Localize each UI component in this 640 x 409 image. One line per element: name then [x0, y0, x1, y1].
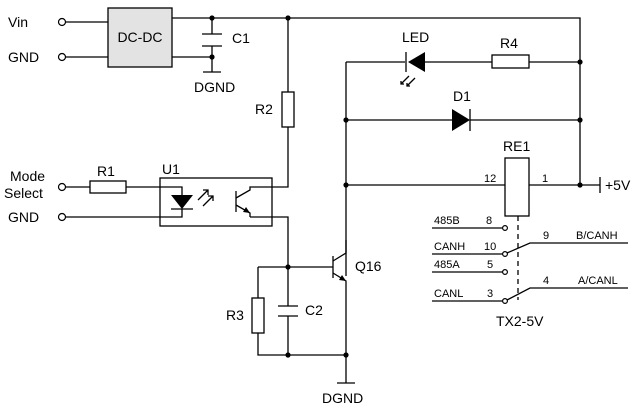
- pin1-label: 1: [542, 173, 548, 185]
- r3-label: R3: [226, 307, 244, 323]
- mode-label: Mode: [10, 168, 45, 184]
- input-wires: [66, 21, 108, 58]
- pin3-label: 3: [487, 288, 493, 300]
- pin4-label: 4: [543, 275, 549, 287]
- u1-light-arrows: [197, 189, 214, 207]
- r4-resistor: [491, 54, 530, 69]
- d1-diode: [452, 109, 470, 131]
- dgnd-bottom-label: DGND: [322, 390, 363, 406]
- relay-re1-coil: [504, 157, 530, 217]
- led-diode: [408, 52, 425, 72]
- u1-label: U1: [162, 161, 180, 177]
- contact-485a-terminal: [502, 269, 509, 276]
- c1-label: C1: [232, 30, 250, 46]
- d1-label: D1: [453, 88, 471, 104]
- c1-capacitor: [202, 33, 222, 47]
- r4-label: R4: [500, 35, 518, 51]
- sig-bcanh-label: B/CANH: [576, 230, 618, 242]
- u1-led-diode: [171, 195, 193, 209]
- plus5v-label: +5V: [605, 177, 631, 193]
- q16-emitter-arrow: [339, 275, 346, 281]
- pin12-label: 12: [484, 173, 496, 185]
- re1-label: RE1: [503, 138, 530, 154]
- gnd-mid-label: GND: [8, 209, 39, 225]
- sig-485a-label: 485A: [434, 259, 460, 271]
- plus5v-rail: [172, 17, 581, 185]
- gnd-mid-terminal: [57, 212, 67, 222]
- dcdc-converter: [107, 7, 173, 68]
- r2-leads: [272, 18, 289, 188]
- r2-label: R2: [255, 101, 273, 117]
- pin5-label: 5: [487, 259, 493, 271]
- sig-acanl-label: A/CANL: [578, 275, 618, 287]
- gnd-top-terminal: [57, 52, 67, 62]
- sig-485b-label: 485B: [434, 215, 460, 227]
- junction-dot: [209, 15, 215, 21]
- led-emission-arrows: [400, 75, 416, 87]
- dcdc-label: DC-DC: [117, 29, 162, 45]
- vin-label: Vin: [8, 14, 28, 30]
- q16-transistor: [332, 240, 347, 383]
- dgnd-top-label: DGND: [194, 79, 235, 95]
- vin-terminal: [57, 17, 67, 27]
- junction-dot: [343, 182, 349, 188]
- q16-label: Q16: [355, 258, 382, 274]
- r3-resistor: [251, 297, 265, 334]
- junction-dot: [577, 182, 583, 188]
- r1-label: R1: [97, 163, 115, 179]
- contact-canl-terminal: [502, 298, 509, 305]
- c2-label: C2: [305, 302, 323, 318]
- mode-select-terminal: [57, 182, 67, 192]
- gnd-top-label: GND: [8, 49, 39, 65]
- r1-resistor: [89, 180, 127, 194]
- pin10-label: 10: [484, 241, 496, 253]
- pin8-label: 8: [486, 215, 492, 227]
- tx2-label: TX2-5V: [496, 313, 544, 329]
- junction-dot: [577, 117, 583, 123]
- junction-dot: [577, 59, 583, 65]
- r3-leads: [257, 267, 346, 356]
- led-label: LED: [402, 29, 429, 45]
- u1-emitter-arrow: [243, 207, 250, 213]
- u1-emitter-wire: [250, 216, 289, 267]
- contact-canh-terminal: [502, 251, 509, 258]
- u1-led-leads: [160, 186, 183, 218]
- c2-capacitor: [278, 305, 298, 317]
- junction-dot: [209, 54, 215, 60]
- contact-485b-terminal: [502, 225, 509, 232]
- sig-canh-label: CANH: [434, 241, 465, 253]
- switch-arm-acanl: [506, 287, 628, 301]
- select-label: Select: [4, 185, 43, 201]
- r2-resistor: [281, 91, 295, 128]
- pin9-label: 9: [543, 230, 549, 242]
- junction-dot: [285, 15, 291, 21]
- switch-arm-bcanh: [506, 242, 628, 254]
- sig-canl-label: CANL: [434, 288, 463, 300]
- junction-dot: [285, 352, 291, 358]
